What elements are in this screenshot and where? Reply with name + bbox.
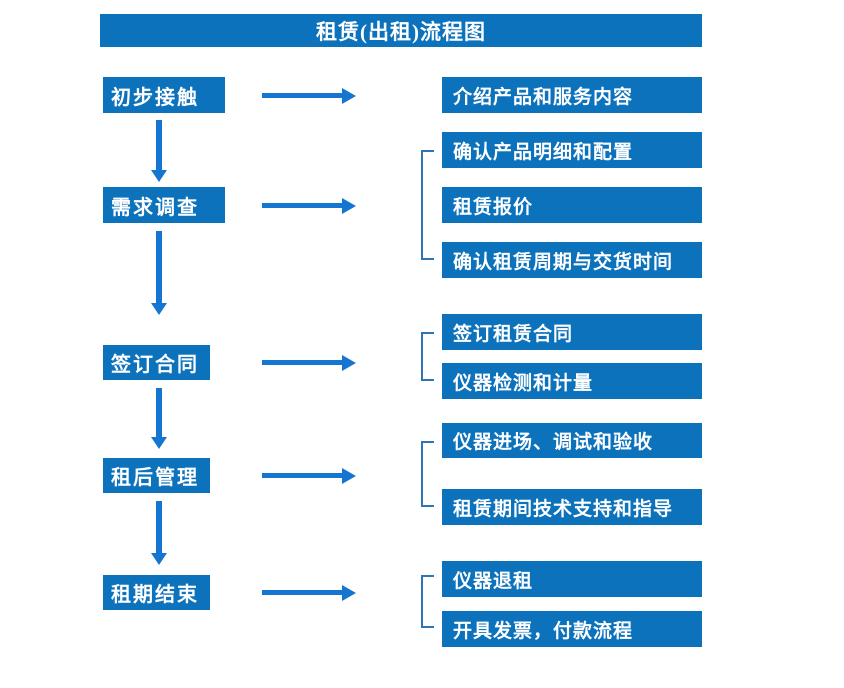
detail-instrument-setup-acceptance: 仪器进场、调试和验收 <box>442 423 702 458</box>
step-rental-end: 租期结束 <box>103 575 210 610</box>
down-arrow-2 <box>151 231 167 315</box>
detail-technical-support: 租赁期间技术支持和指导 <box>442 489 702 525</box>
right-arrowhead-icon <box>342 467 356 484</box>
detail-invoice-payment: 开具发票，付款流程 <box>442 611 702 647</box>
right-arrowhead-icon <box>342 197 356 214</box>
right-arrow-4 <box>262 467 356 484</box>
step-demand-survey: 需求调查 <box>103 187 225 223</box>
step-post-rental-management: 租后管理 <box>103 458 210 493</box>
down-arrowhead-icon <box>151 303 167 315</box>
detail-sign-rental-contract: 签订租赁合同 <box>442 314 702 350</box>
bracket-group-2 <box>421 150 434 260</box>
down-arrow-4 <box>151 501 167 565</box>
down-arrow-3 <box>151 388 167 449</box>
down-arrowhead-icon <box>151 437 167 449</box>
down-arrowhead-icon <box>151 553 167 565</box>
down-arrow-1 <box>151 120 167 182</box>
right-arrowhead-icon <box>342 87 356 104</box>
step-initial-contact: 初步接触 <box>103 77 225 113</box>
right-arrow-1 <box>262 87 356 104</box>
step-sign-contract: 签订合同 <box>103 345 210 380</box>
right-arrow-2 <box>262 197 356 214</box>
down-arrowhead-icon <box>151 170 167 182</box>
detail-rental-quote: 租赁报价 <box>442 187 702 223</box>
right-arrow-5 <box>262 584 356 601</box>
detail-instrument-return: 仪器退租 <box>442 561 702 597</box>
detail-confirm-rental-period: 确认租赁周期与交货时间 <box>442 242 702 278</box>
bracket-group-3 <box>421 332 434 381</box>
right-arrowhead-icon <box>342 584 356 601</box>
page-title: 租赁(出租)流程图 <box>100 14 702 47</box>
right-arrow-3 <box>262 354 356 371</box>
detail-instrument-testing: 仪器检测和计量 <box>442 363 702 399</box>
detail-introduce-products: 介绍产品和服务内容 <box>442 77 702 113</box>
bracket-group-4 <box>421 441 434 507</box>
bracket-group-5 <box>421 575 434 628</box>
detail-confirm-product-details: 确认产品明细和配置 <box>442 132 702 168</box>
right-arrowhead-icon <box>342 354 356 371</box>
